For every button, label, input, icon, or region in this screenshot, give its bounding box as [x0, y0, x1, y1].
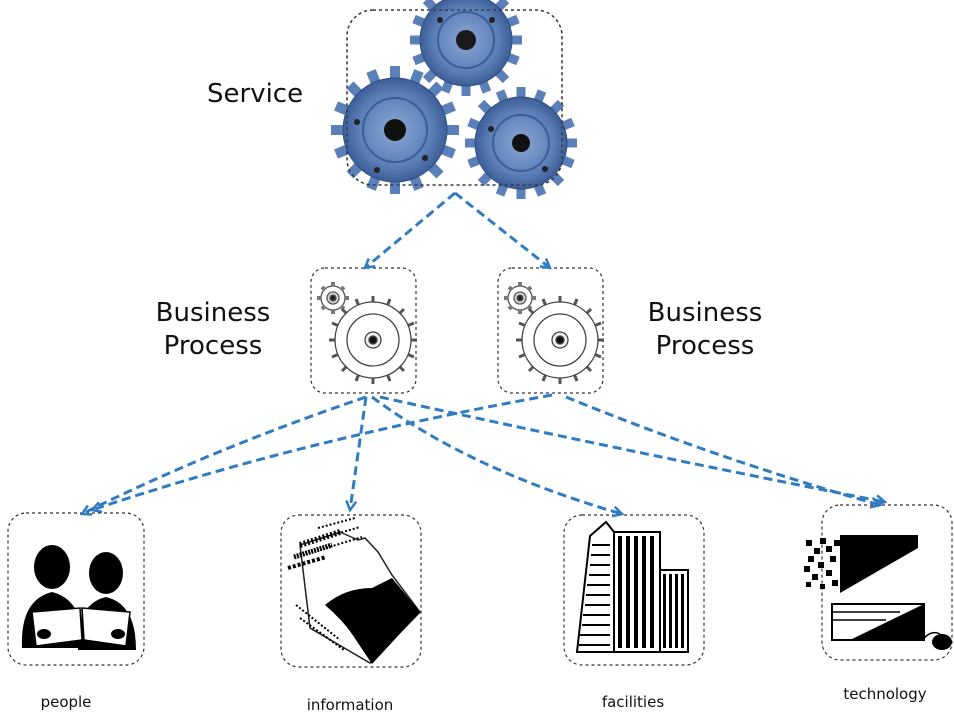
facilities-label: facilities: [601, 693, 665, 711]
business-process-left-line1: Business: [155, 298, 271, 328]
arrow-service-to-bp-right: [454, 191, 550, 268]
business-process-left-line2: Process: [163, 330, 263, 361]
facilities-node: [563, 514, 705, 666]
gears-outline-icon: [317, 282, 417, 384]
arrow-bp-right-to-people: [92, 393, 553, 510]
service-node: [331, 0, 577, 199]
business-process-right-line2: Process: [655, 330, 755, 361]
service-label: Service: [207, 79, 304, 109]
information-node: [280, 514, 422, 668]
technology-label: technology: [843, 685, 927, 703]
arrow-bp-left-to-people: [82, 395, 367, 514]
business-process-right-line1: Business: [647, 298, 763, 328]
business-process-right-node: [497, 267, 604, 394]
technology-node: [804, 504, 953, 661]
people-label: people: [40, 693, 92, 711]
document-hand-icon: [287, 517, 421, 664]
business-process-left-label: Business Process: [148, 297, 278, 362]
people-silhouette-icon: [21, 545, 136, 650]
arrow-bp-right-to-technology: [565, 395, 880, 505]
people-node: [7, 512, 145, 666]
computer-icon: [804, 535, 952, 650]
business-process-left-node: [310, 267, 417, 394]
information-label: information: [306, 696, 394, 714]
business-process-right-label: Business Process: [640, 297, 770, 362]
three-gears-icon: [331, 0, 577, 199]
arrow-service-to-bp-left: [365, 191, 456, 268]
buildings-icon: [575, 520, 689, 653]
arrow-bp-left-to-information: [350, 396, 368, 510]
gears-outline-icon: [504, 282, 604, 384]
arrow-bp-left-to-facilities: [371, 395, 622, 514]
arrow-bp-left-to-technology: [379, 395, 885, 502]
connector-arrows: [82, 191, 885, 514]
